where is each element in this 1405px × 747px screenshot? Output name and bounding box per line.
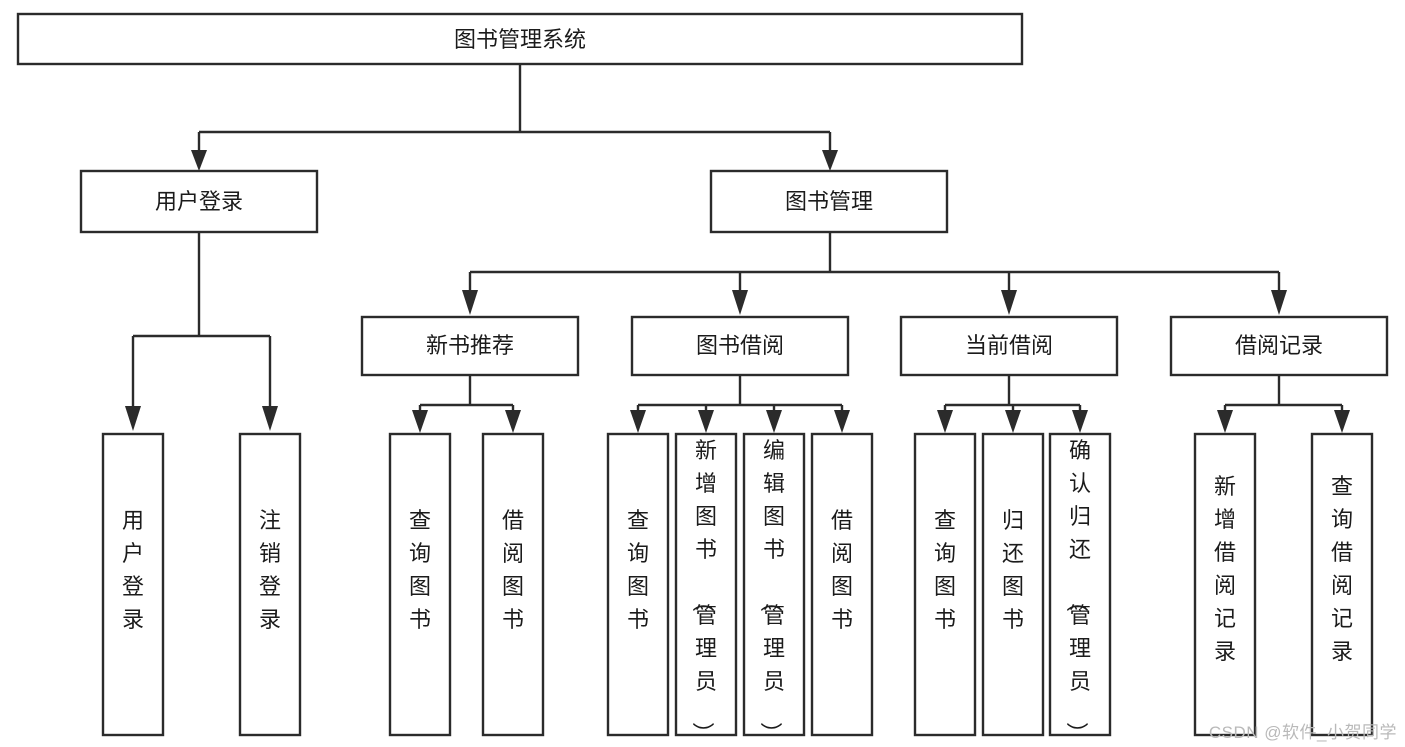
- arrow-borrow-leaf-3: [766, 410, 782, 433]
- node-leaf-add-book-box[interactable]: [674, 432, 738, 737]
- arrow-current-leaf-2: [1005, 410, 1021, 433]
- node-leaf-confirm-return[interactable]: 确认归还（管理员）: [1048, 432, 1112, 744]
- node-current-borrow[interactable]: 当前借阅: [899, 315, 1119, 377]
- node-borrow-record-box[interactable]: [1169, 315, 1389, 377]
- node-book-management-box[interactable]: [709, 169, 949, 234]
- node-new-book-recommend-box[interactable]: [360, 315, 580, 377]
- arrow-record-leaf-1: [1217, 410, 1233, 433]
- edges-layer: [125, 64, 1350, 433]
- node-user-login[interactable]: 用户登录: [79, 169, 319, 234]
- node-leaf-query-borrow-record-label: 查询借阅记录: [1331, 474, 1353, 664]
- node-leaf-confirm-return-box[interactable]: [1048, 432, 1112, 737]
- node-leaf-user-login-box[interactable]: [101, 432, 165, 737]
- node-leaf-add-book[interactable]: 新增图书（管理员）: [674, 432, 738, 744]
- node-current-borrow-box[interactable]: [899, 315, 1119, 377]
- arrow-user-child-2: [262, 406, 278, 431]
- node-book-borrow[interactable]: 图书借阅: [630, 315, 850, 377]
- node-leaf-borrow-book-a-label: 借阅图书: [502, 508, 524, 632]
- node-leaf-borrow-book-a-box[interactable]: [481, 432, 545, 737]
- node-leaf-query-book-c-box[interactable]: [913, 432, 977, 737]
- arrow-book-child-2: [732, 290, 748, 315]
- arrow-record-leaf-2: [1334, 410, 1350, 433]
- node-leaf-return-book-box[interactable]: [981, 432, 1045, 737]
- node-leaf-user-login-label: 用户登录: [122, 508, 144, 632]
- node-leaf-add-borrow-record-label: 新增借阅记录: [1214, 474, 1236, 664]
- node-leaf-query-book-b-label: 查询图书: [627, 508, 649, 632]
- node-leaf-return-book[interactable]: 归还图书: [981, 432, 1045, 737]
- arrow-root-to-book: [822, 150, 838, 171]
- arrow-user-child-1: [125, 406, 141, 431]
- node-leaf-query-book-a[interactable]: 查询图书: [388, 432, 452, 737]
- node-leaf-borrow-book-a[interactable]: 借阅图书: [481, 432, 545, 737]
- node-leaf-logout[interactable]: 注销登录: [238, 432, 302, 737]
- arrow-book-child-4: [1271, 290, 1287, 315]
- arrow-book-child-1: [462, 290, 478, 315]
- node-leaf-borrow-book-b-box[interactable]: [810, 432, 874, 737]
- node-root-box[interactable]: [16, 12, 1024, 66]
- arrow-borrow-leaf-2: [698, 410, 714, 433]
- node-leaf-query-borrow-record-box[interactable]: [1310, 432, 1374, 737]
- node-new-book-recommend-label: 新书推荐: [426, 333, 514, 358]
- node-leaf-user-login[interactable]: 用户登录: [101, 432, 165, 737]
- node-current-borrow-label: 当前借阅: [965, 333, 1053, 358]
- node-leaf-confirm-return-label: 确认归还（管理员）: [1064, 438, 1091, 744]
- csdn-watermark: CSDN @软件_小贺同学: [1208, 723, 1397, 742]
- node-leaf-add-borrow-record-box[interactable]: [1193, 432, 1257, 737]
- node-leaf-edit-book-box[interactable]: [742, 432, 806, 737]
- node-new-book-recommend[interactable]: 新书推荐: [360, 315, 580, 377]
- node-leaf-borrow-book-b[interactable]: 借阅图书: [810, 432, 874, 737]
- node-leaf-return-book-label: 归还图书: [1002, 508, 1024, 632]
- node-leaf-query-borrow-record[interactable]: 查询借阅记录: [1310, 432, 1374, 737]
- node-root-label: 图书管理系统: [454, 27, 586, 52]
- node-root[interactable]: 图书管理系统: [16, 12, 1024, 66]
- node-book-borrow-label: 图书借阅: [696, 333, 784, 358]
- node-leaf-logout-label: 注销登录: [259, 508, 281, 632]
- node-leaf-query-book-a-label: 查询图书: [409, 508, 431, 632]
- arrow-borrow-leaf-1: [630, 410, 646, 433]
- node-borrow-record[interactable]: 借阅记录: [1169, 315, 1389, 377]
- node-user-login-label: 用户登录: [155, 189, 243, 214]
- arrow-root-to-user: [191, 150, 207, 171]
- node-leaf-edit-book[interactable]: 编辑图书（管理员）: [742, 432, 806, 744]
- arrow-current-leaf-3: [1072, 410, 1088, 433]
- node-leaf-edit-book-label: 编辑图书（管理员）: [758, 438, 785, 744]
- node-leaf-add-borrow-record[interactable]: 新增借阅记录: [1193, 432, 1257, 737]
- arrow-book-child-3: [1001, 290, 1017, 315]
- node-leaf-borrow-book-b-label: 借阅图书: [831, 508, 853, 632]
- node-book-management-label: 图书管理: [785, 189, 873, 214]
- arrow-borrow-leaf-4: [834, 410, 850, 433]
- node-borrow-record-label: 借阅记录: [1235, 333, 1323, 358]
- node-leaf-query-book-a-box[interactable]: [388, 432, 452, 737]
- node-book-management[interactable]: 图书管理: [709, 169, 949, 234]
- arrow-current-leaf-1: [937, 410, 953, 433]
- node-user-login-box[interactable]: [79, 169, 319, 234]
- node-book-borrow-box[interactable]: [630, 315, 850, 377]
- node-leaf-query-book-b-box[interactable]: [606, 432, 670, 737]
- node-leaf-logout-box[interactable]: [238, 432, 302, 737]
- node-leaf-query-book-c[interactable]: 查询图书: [913, 432, 977, 737]
- node-leaf-add-book-label: 新增图书（管理员）: [690, 438, 717, 744]
- node-leaf-query-book-b[interactable]: 查询图书: [606, 432, 670, 737]
- arrow-newbook-leaf-1: [412, 410, 428, 433]
- arrow-newbook-leaf-2: [505, 410, 521, 433]
- node-leaf-query-book-c-label: 查询图书: [934, 508, 956, 632]
